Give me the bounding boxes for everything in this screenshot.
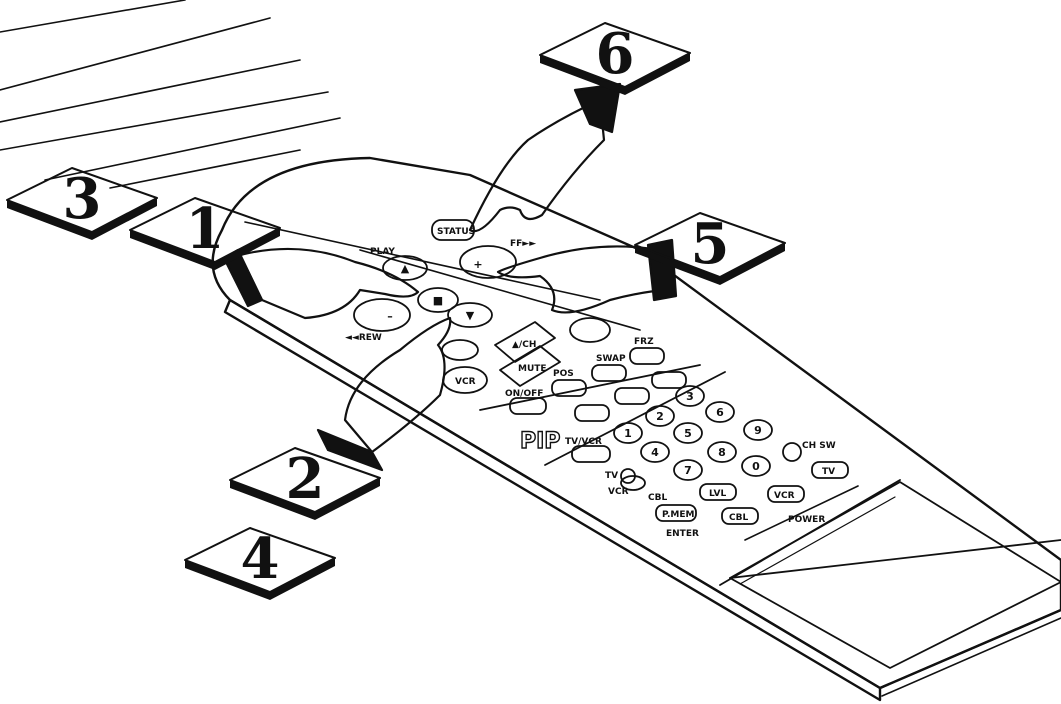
side-button[interactable] — [442, 340, 478, 360]
down-button[interactable]: ▼ — [448, 303, 492, 327]
digit-button-7[interactable]: 7 — [674, 460, 702, 480]
digit-button-2[interactable]: 2 — [646, 406, 674, 426]
svg-text:■: ■ — [433, 294, 443, 307]
fast-forward-button[interactable]: + — [460, 246, 516, 278]
digit-button-4[interactable]: 4 — [641, 442, 669, 462]
transport-section: ▲ PLAY STATUS ■ + FF►► – ◄◄REW ▼ — [345, 220, 536, 343]
svg-text:LVL: LVL — [709, 489, 726, 499]
hand-2 — [318, 318, 450, 470]
switch-cbl-label: CBL — [648, 493, 667, 503]
callout-number: 4 — [241, 526, 280, 592]
ch-sw-label: CH SW — [802, 441, 836, 451]
play-label: PLAY — [370, 247, 395, 257]
callout-number: 2 — [286, 446, 325, 512]
digit-button-9[interactable]: 9 — [744, 420, 772, 440]
pmem-button[interactable]: P.MEM — [656, 505, 696, 521]
hand-6 — [470, 84, 620, 231]
svg-text:VCR: VCR — [455, 377, 476, 387]
mute-button[interactable]: MUTE — [500, 346, 560, 386]
callout-number: 1 — [186, 196, 225, 262]
svg-text:STATUS: STATUS — [437, 227, 475, 237]
switch-vcr-label: VCR — [608, 487, 629, 497]
power-label: POWER — [788, 515, 825, 525]
callout-number: 6 — [596, 21, 635, 87]
swap-button[interactable]: SWAP — [592, 354, 626, 381]
vcr-button[interactable]: VCR — [443, 367, 487, 393]
svg-text:CBL: CBL — [729, 513, 748, 523]
status-button[interactable]: STATUS — [432, 220, 475, 240]
svg-text:ON/OFF: ON/OFF — [505, 389, 543, 399]
remote-body — [213, 158, 1061, 700]
digit-label: 3 — [686, 390, 694, 403]
callout-3: 3 — [7, 166, 157, 240]
svg-text:TV/VCR: TV/VCR — [565, 437, 602, 447]
pip-button-b[interactable] — [615, 388, 649, 404]
pip-logo: PIP — [520, 429, 560, 454]
svg-text:▲: ▲ — [401, 262, 410, 275]
digit-label: 8 — [718, 446, 726, 459]
channel-right-button[interactable] — [570, 318, 610, 342]
svg-text:P.MEM: P.MEM — [662, 510, 694, 520]
rew-label: ◄◄REW — [345, 333, 382, 343]
digit-label: 6 — [716, 406, 724, 419]
callout-4: 4 — [185, 526, 335, 600]
digit-button-1[interactable]: 1 — [614, 423, 642, 443]
digit-label: 5 — [684, 427, 692, 440]
svg-text:TV: TV — [822, 467, 835, 477]
tv-vcr-button[interactable]: TV/VCR — [565, 437, 610, 462]
digit-label: 0 — [752, 460, 760, 473]
digit-label: 7 — [684, 464, 692, 477]
digit-button-6[interactable]: 6 — [706, 402, 734, 422]
svg-text:SWAP: SWAP — [596, 354, 626, 364]
callout-6: 6 — [540, 21, 690, 95]
svg-text:FRZ: FRZ — [634, 337, 654, 347]
digit-label: 4 — [651, 446, 659, 459]
switch-tv-label: TV — [605, 471, 618, 481]
svg-text:MUTE: MUTE — [518, 364, 547, 374]
lvl-button[interactable]: LVL — [700, 484, 736, 500]
ch-sw-button[interactable] — [783, 443, 801, 461]
cbl-power-button[interactable]: CBL — [722, 508, 758, 524]
callout-number: 3 — [63, 166, 102, 232]
ffwd-label: FF►► — [510, 239, 536, 249]
svg-text:▲/CH: ▲/CH — [512, 340, 536, 350]
callout-number: 5 — [691, 211, 730, 277]
digit-button-8[interactable]: 8 — [708, 442, 736, 462]
rewind-button[interactable]: – — [354, 299, 410, 331]
digit-button-0[interactable]: 0 — [742, 456, 770, 476]
digit-button-5[interactable]: 5 — [674, 423, 702, 443]
digit-label: 9 — [754, 424, 762, 437]
digit-buttons: 1 2 3 4 5 6 7 8 9 0 — [614, 386, 772, 480]
svg-text:▼: ▼ — [466, 309, 475, 322]
svg-text:+: + — [473, 258, 482, 271]
svg-text:–: – — [387, 310, 393, 323]
svg-text:VCR: VCR — [774, 491, 795, 501]
digit-label: 2 — [656, 410, 664, 423]
tv-power-button[interactable]: TV — [812, 462, 848, 478]
enter-label: ENTER — [666, 529, 699, 539]
pip-button-a[interactable] — [575, 405, 609, 421]
vcr-power-button[interactable]: VCR — [768, 486, 804, 502]
digit-label: 1 — [624, 427, 632, 440]
motion-lines — [0, 0, 340, 188]
svg-text:POS: POS — [553, 369, 574, 379]
frz-button[interactable]: FRZ — [630, 337, 664, 364]
